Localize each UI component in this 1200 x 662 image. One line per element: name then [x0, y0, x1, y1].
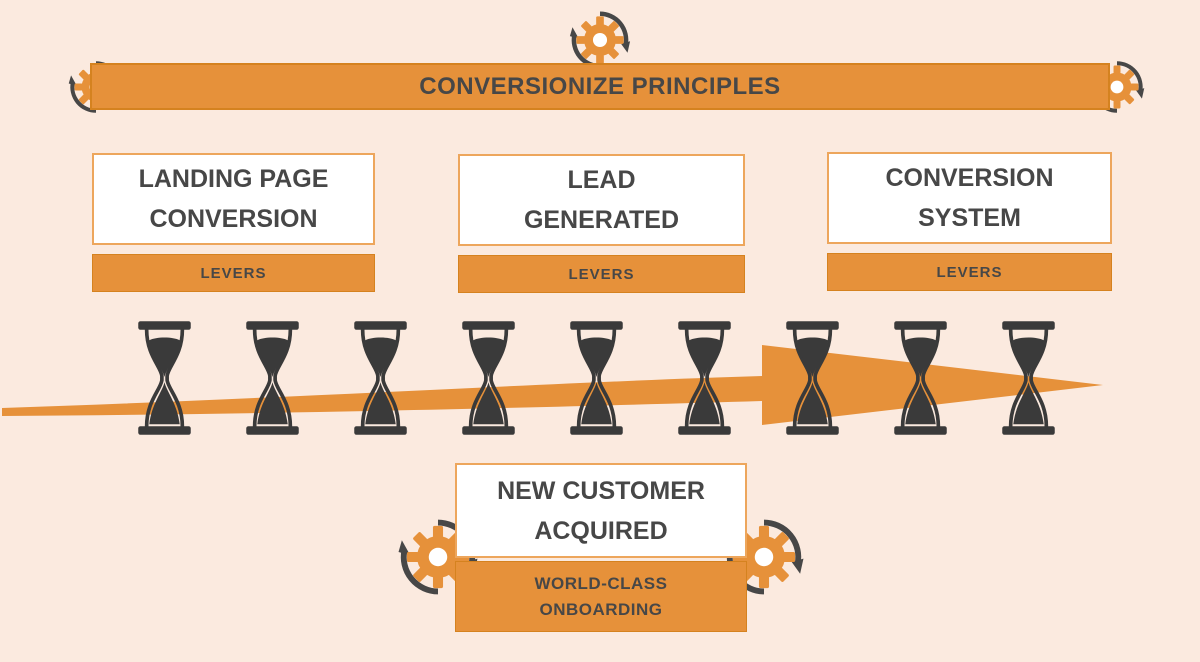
hourglass-icon — [133, 319, 196, 437]
footer-new-customer-box: NEW CUSTOMER ACQUIRED — [455, 463, 747, 558]
stage-title-line: GENERATED — [523, 206, 680, 234]
hourglass-icon — [889, 319, 952, 437]
footer-onboarding-bar: WORLD-CLASS ONBOARDING — [455, 561, 747, 632]
header-title: CONVERSIONIZE PRINCIPLES — [419, 72, 781, 100]
stage-landing-page-levers-bar: LEVERS — [92, 254, 375, 292]
hourglass-row — [133, 319, 1060, 439]
stage-title-line: LEAD — [567, 166, 636, 194]
hourglass-icon — [457, 319, 520, 437]
stage-title-line: CONVERSION — [885, 164, 1054, 192]
stage-landing-page-box: LANDING PAGE CONVERSION — [92, 153, 375, 245]
hourglass-icon — [997, 319, 1060, 437]
footer-new-customer: NEW CUSTOMER ACQUIRED WORLD-CLASS ONBOAR… — [455, 463, 747, 632]
stage-title-line: SYSTEM — [918, 204, 1021, 232]
stage-lead-generated-levers-bar: LEVERS — [458, 255, 745, 293]
footer-onboarding-line: WORLD-CLASS — [534, 573, 668, 593]
hourglass-icon — [241, 319, 304, 437]
stage-title-line: LANDING PAGE — [138, 165, 329, 193]
hourglass-icon — [781, 319, 844, 437]
hourglass-icon — [673, 319, 736, 437]
stage-conversion-system: CONVERSION SYSTEM LEVERS — [827, 152, 1112, 291]
stage-lead-generated: LEAD GENERATED LEVERS — [458, 154, 745, 293]
footer-title-line: NEW CUSTOMER — [497, 476, 705, 505]
stage-conversion-system-box: CONVERSION SYSTEM — [827, 152, 1112, 244]
stage-lead-generated-box: LEAD GENERATED — [458, 154, 745, 246]
header-banner: CONVERSIONIZE PRINCIPLES — [90, 63, 1110, 110]
footer-onboarding-line: ONBOARDING — [539, 599, 663, 619]
hourglass-icon — [349, 319, 412, 437]
stage-conversion-system-levers-bar: LEVERS — [827, 253, 1112, 291]
stage-title-line: CONVERSION — [149, 205, 318, 233]
hourglass-icon — [565, 319, 628, 437]
footer-title-line: ACQUIRED — [534, 516, 668, 545]
stage-landing-page: LANDING PAGE CONVERSION LEVERS — [92, 153, 375, 292]
